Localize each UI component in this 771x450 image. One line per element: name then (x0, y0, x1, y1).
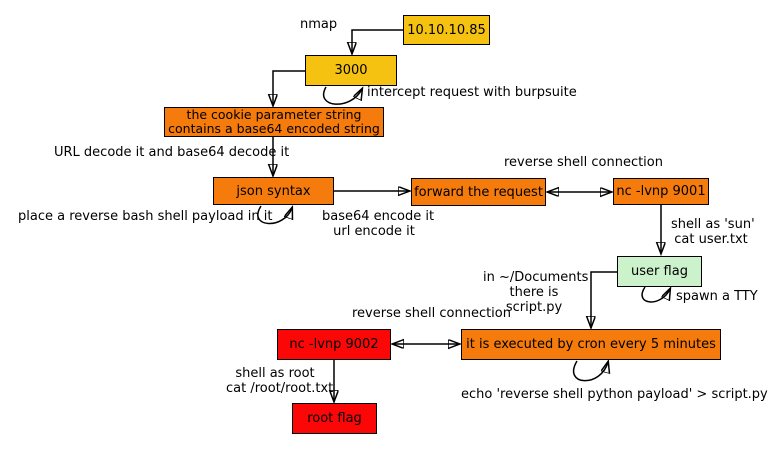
label-documents-script: in ~/Documents there is script.py (483, 270, 589, 315)
node-root-flag: root flag (292, 403, 377, 434)
label-intercept-burpsuite: intercept request with burpsuite (367, 85, 577, 100)
label-nmap: nmap (300, 17, 338, 32)
label-reverse-shell-top: reverse shell connection (504, 155, 663, 170)
node-cookie-param-line2: contains a base64 encoded string (168, 121, 380, 136)
label-echo-payload: echo 'reverse shell python payload' > sc… (461, 387, 768, 402)
node-cookie-param-line1: the cookie parameter string (186, 106, 362, 122)
loop-burpsuite (323, 87, 362, 105)
node-cron-script: it is executed by cron every 5 minutes (461, 329, 721, 360)
loop-spawn-tty (641, 287, 670, 303)
label-documents-line2: there is (509, 285, 559, 300)
label-shell-sun-line1: shell as 'sun' (671, 217, 755, 232)
loop-echo-payload (573, 361, 608, 382)
label-shell-root-line2: cat /root/root.txt (226, 381, 334, 396)
node-nc-9001: nc -lvnp 9001 (613, 178, 709, 205)
loop-place-payload (257, 206, 292, 225)
arrow-userflag-to-cron (591, 271, 617, 327)
label-url-base64-decode: URL decode it and base64 decode it (54, 145, 290, 160)
label-documents-line1: in ~/Documents (483, 270, 589, 285)
label-shell-sun: shell as 'sun' cat user.txt (671, 217, 755, 247)
node-nc-9002-label: nc -lvnp 9002 (289, 337, 379, 352)
label-base64-encode: base64 encode it (322, 209, 435, 224)
label-url-encode: url encode it (333, 224, 415, 239)
node-nc-9001-label: nc -lvnp 9001 (616, 184, 706, 199)
node-target-ip: 10.10.10.85 (403, 15, 490, 45)
node-nc-9002: nc -lvnp 9002 (277, 329, 391, 360)
label-spawn-tty: spawn a TTY (676, 289, 758, 304)
node-user-flag-label: user flag (631, 264, 688, 279)
node-port-3000: 3000 (305, 55, 397, 86)
node-cron-script-label: it is executed by cron every 5 minutes (466, 337, 716, 352)
label-documents-line3: script.py (505, 300, 563, 315)
node-json-syntax-label: json syntax (236, 183, 311, 199)
label-shell-sun-line2: cat user.txt (674, 232, 748, 247)
node-forward-request: forward the request (411, 178, 546, 206)
label-encode-steps: base64 encode it url encode it (322, 209, 435, 239)
label-shell-root: shell as root cat /root/root.txt (226, 366, 334, 396)
node-forward-request-label: forward the request (414, 184, 543, 200)
arrow-ip-to-port (352, 29, 403, 53)
label-place-payload: place a reverse bash shell payload in it (18, 209, 273, 224)
label-reverse-shell-bottom: reverse shell connection (352, 306, 511, 321)
label-shell-root-line1: shell as root (235, 366, 315, 381)
arrow-port-to-cookie (273, 70, 305, 105)
node-root-flag-label: root flag (307, 411, 362, 426)
node-cookie-param: the cookie parameter string contains a b… (164, 107, 384, 137)
node-user-flag: user flag (617, 256, 702, 287)
node-target-ip-label: 10.10.10.85 (407, 22, 486, 38)
node-port-3000-label: 3000 (334, 63, 368, 78)
node-json-syntax: json syntax (213, 177, 334, 205)
